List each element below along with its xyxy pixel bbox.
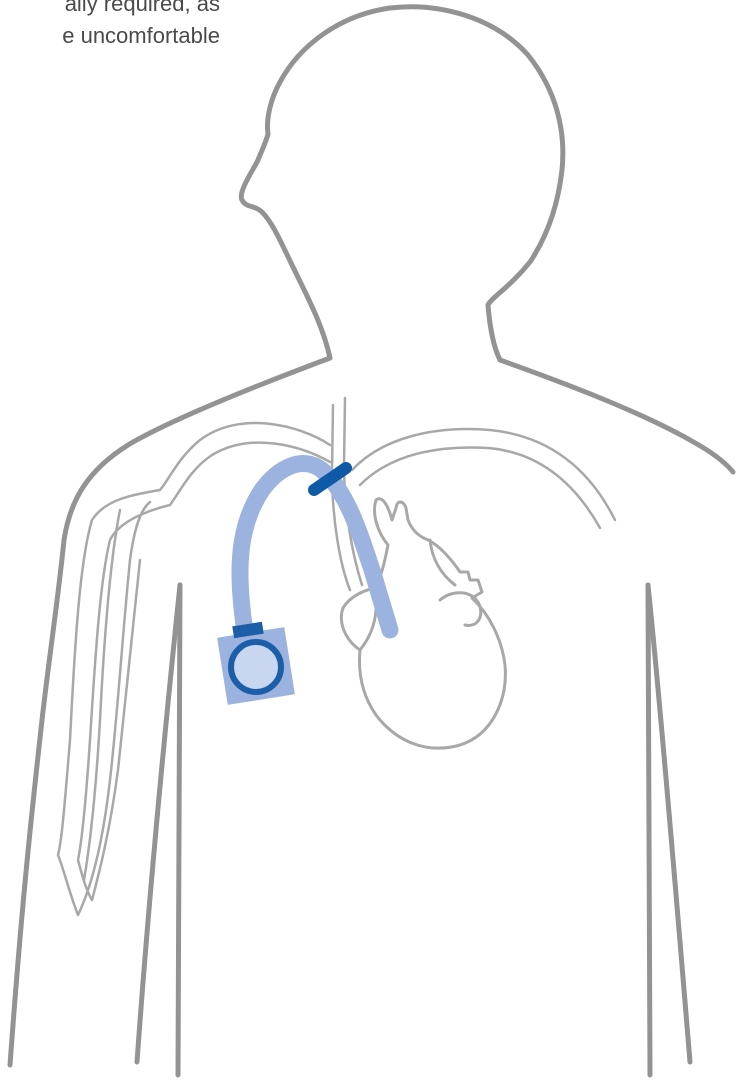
port-septum-ring [231, 642, 281, 692]
arm-vein-third [84, 510, 120, 880]
body-silhouette [10, 7, 733, 1075]
head-outline [241, 7, 563, 360]
right-shoulder-outline [500, 360, 733, 472]
right-arm-inner-line [648, 585, 690, 1062]
arm-vein-inner [78, 443, 330, 900]
left-arm-inner-line [137, 585, 180, 1062]
right-subclavian-outer [352, 429, 615, 520]
right-torso-line [648, 585, 650, 1075]
implanted-port [217, 622, 295, 705]
left-torso-line [178, 585, 180, 1075]
